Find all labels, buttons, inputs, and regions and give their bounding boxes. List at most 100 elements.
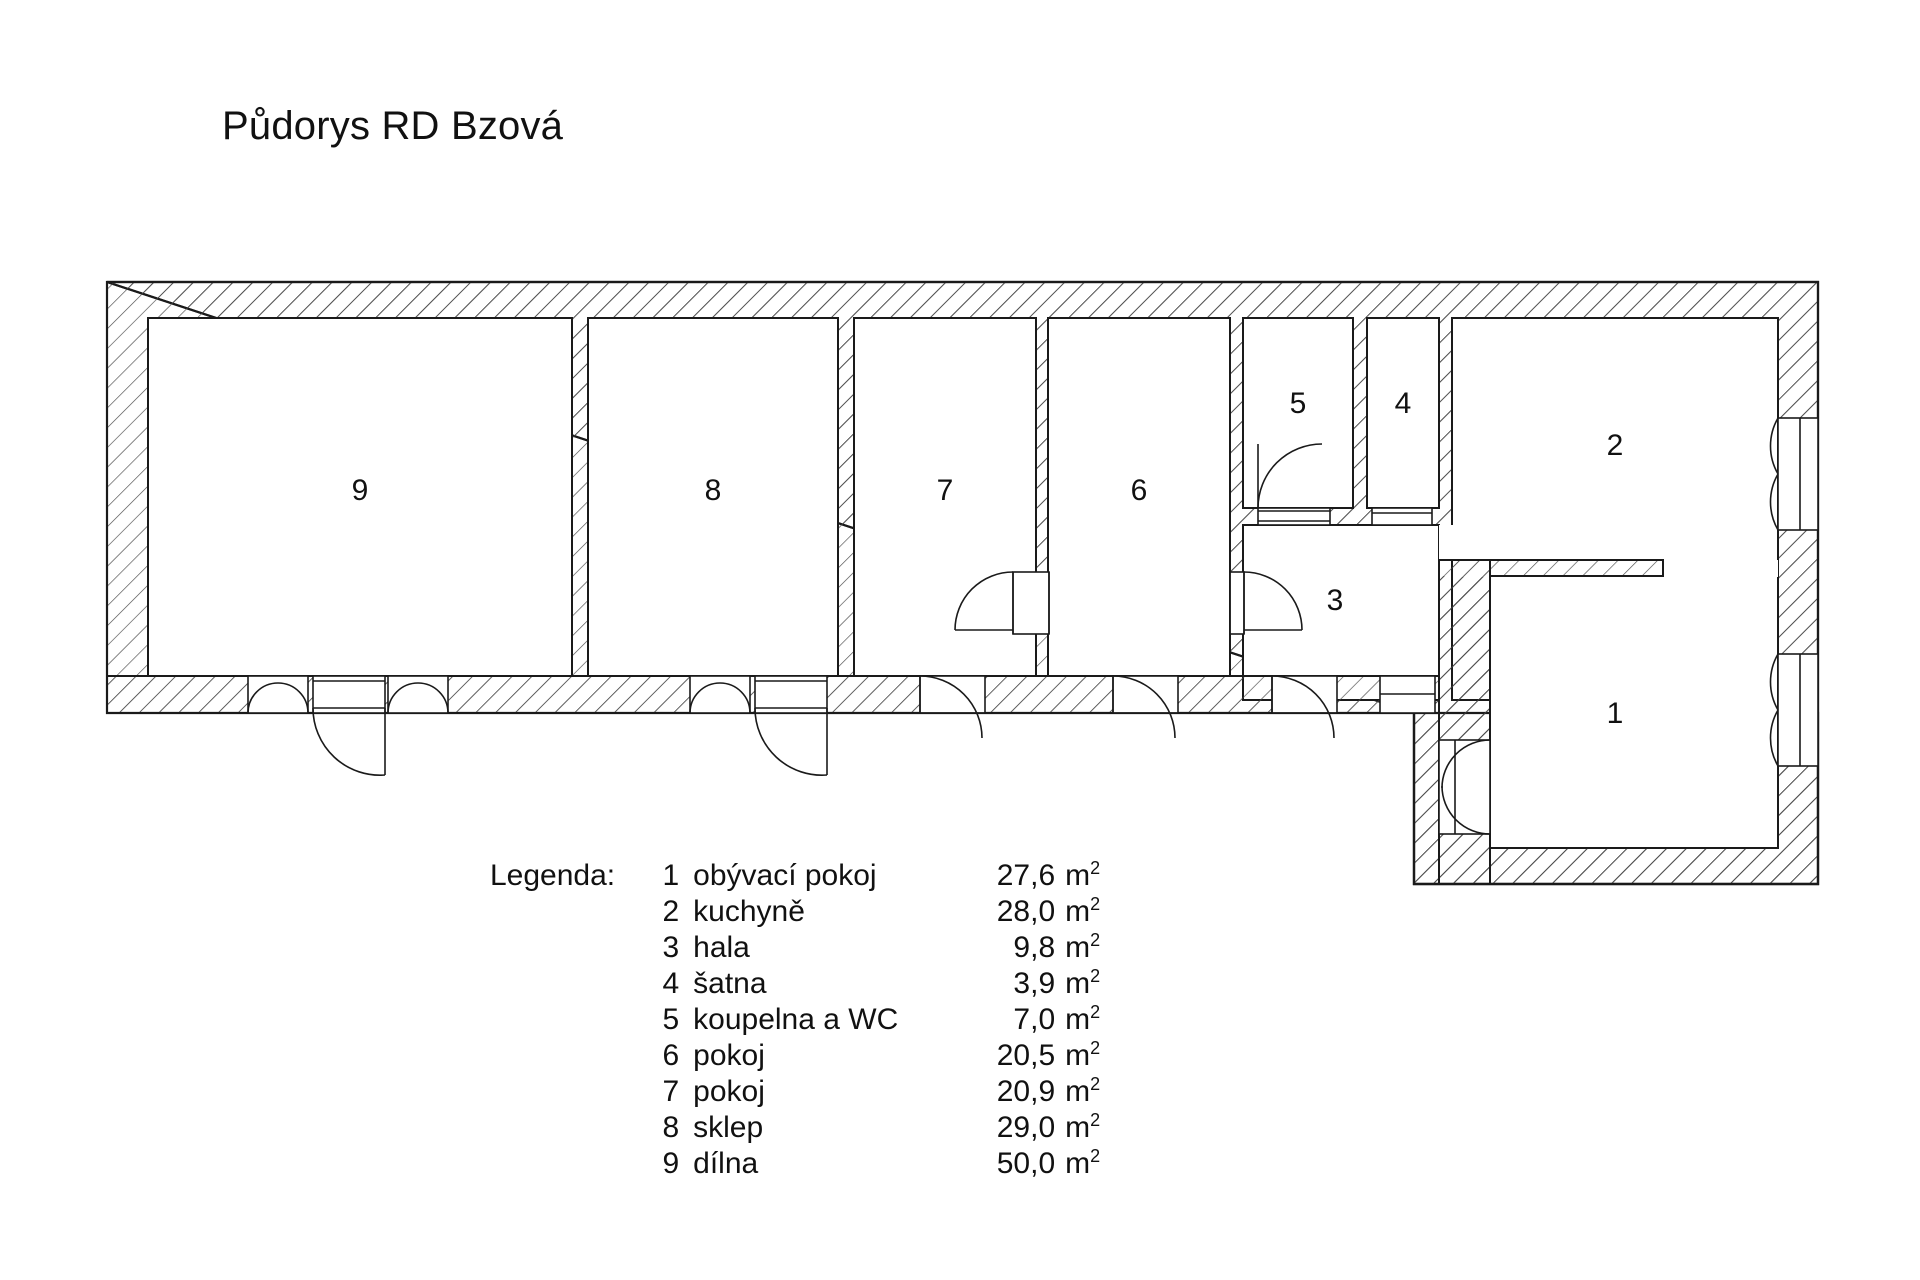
legend-number: 8 bbox=[662, 1111, 680, 1144]
room-label-3: 3 bbox=[1327, 584, 1344, 617]
legend-spacer bbox=[490, 1038, 651, 1074]
legend-area: 3,9 bbox=[1013, 967, 1056, 1000]
legend-unit-text: m bbox=[1065, 967, 1091, 1000]
legend-unit-text: m bbox=[1065, 931, 1091, 964]
legend-name: koupelna a WC bbox=[693, 1003, 899, 1036]
legend-unit: m2 bbox=[1055, 1074, 1100, 1110]
legend-number: 6 bbox=[662, 1039, 680, 1072]
room-6-interior bbox=[1047, 317, 1231, 677]
legend-spacer bbox=[490, 966, 651, 1002]
legend-name: pokoj bbox=[693, 1075, 765, 1108]
door-hall-south bbox=[1271, 675, 1338, 739]
legend-unit: m2 bbox=[1055, 1038, 1100, 1074]
room-number-labels: 9 8 7 6 5 4 3 2 1 bbox=[352, 387, 1624, 730]
legend-area: 7,0 bbox=[1013, 1003, 1056, 1036]
legend-number: 3 bbox=[662, 931, 680, 964]
legend-unit: m2 bbox=[1055, 858, 1100, 894]
legend-area: 28,0 bbox=[996, 895, 1056, 928]
door-room9-exterior bbox=[312, 675, 386, 776]
legend-unit-text: m bbox=[1065, 895, 1091, 928]
window-room8-left bbox=[689, 675, 751, 714]
window-hall-south bbox=[1379, 675, 1436, 714]
legend: Legenda: 1 obývací pokoj 27,6 m2 2 kuchy… bbox=[490, 858, 1100, 1182]
room-label-7: 7 bbox=[937, 474, 954, 507]
legend-unit-exponent: 2 bbox=[1090, 858, 1101, 878]
legend-unit: m2 bbox=[1055, 1110, 1100, 1146]
legend-name: kuchyně bbox=[693, 895, 805, 928]
legend-row: 7 pokoj 20,9 m2 bbox=[490, 1074, 1100, 1110]
door-room6-hall bbox=[1229, 571, 1303, 635]
legend-unit: m2 bbox=[1055, 894, 1100, 930]
legend-unit-exponent: 2 bbox=[1090, 966, 1101, 986]
room-label-9: 9 bbox=[352, 474, 369, 507]
door-room5 bbox=[1257, 443, 1331, 526]
legend-unit-exponent: 2 bbox=[1090, 1110, 1101, 1130]
legend-spacer bbox=[490, 1074, 651, 1110]
legend-spacer bbox=[490, 1146, 651, 1182]
legend-unit-text: m bbox=[1065, 1075, 1091, 1108]
legend-name: obývací pokoj bbox=[693, 859, 877, 892]
wall-structure bbox=[105, 280, 1820, 886]
legend-number: 9 bbox=[662, 1147, 680, 1180]
legend-spacer bbox=[490, 1002, 651, 1038]
legend-number: 2 bbox=[662, 895, 680, 928]
window-room9-right bbox=[387, 675, 449, 714]
legend-area: 9,8 bbox=[1013, 931, 1056, 964]
legend-area: 27,6 bbox=[996, 859, 1056, 892]
hall-living-wall bbox=[1438, 559, 1491, 885]
door-room1-west bbox=[1438, 739, 1491, 835]
legend-row: 2 kuchyně 28,0 m2 bbox=[490, 894, 1100, 930]
room-4-interior bbox=[1366, 317, 1440, 509]
legend-unit-text: m bbox=[1065, 1111, 1091, 1144]
legend-area: 29,0 bbox=[996, 1111, 1056, 1144]
legend-area: 20,5 bbox=[996, 1039, 1056, 1072]
legend-area: 50,0 bbox=[996, 1147, 1056, 1180]
room-label-4: 4 bbox=[1395, 387, 1412, 420]
legend-unit-exponent: 2 bbox=[1090, 930, 1101, 950]
legend-row: 8 sklep 29,0 m2 bbox=[490, 1110, 1100, 1146]
legend-spacer bbox=[490, 1110, 651, 1146]
legend-unit-text: m bbox=[1065, 1003, 1091, 1036]
legend-spacer bbox=[490, 894, 651, 930]
doors bbox=[312, 443, 1491, 835]
legend-row: 5 koupelna a WC 7,0 m2 bbox=[490, 1002, 1100, 1038]
room-label-6: 6 bbox=[1131, 474, 1148, 507]
legend-name: sklep bbox=[693, 1111, 764, 1144]
legend-number: 4 bbox=[662, 967, 680, 1000]
room-label-8: 8 bbox=[705, 474, 722, 507]
door-room7-room6 bbox=[954, 571, 1050, 635]
legend-unit-text: m bbox=[1065, 1039, 1091, 1072]
legend-unit: m2 bbox=[1055, 1146, 1100, 1182]
room-8-interior bbox=[587, 317, 839, 677]
door-room6-south bbox=[1112, 675, 1179, 739]
legend-name: šatna bbox=[693, 967, 767, 1000]
room-9-interior bbox=[147, 317, 573, 677]
legend-unit-exponent: 2 bbox=[1090, 1038, 1101, 1058]
legend-table: Legenda: 1 obývací pokoj 27,6 m2 2 kuchy… bbox=[490, 858, 1100, 1182]
legend-unit: m2 bbox=[1055, 966, 1100, 1002]
window-room2-east bbox=[1769, 417, 1819, 531]
legend-number: 5 bbox=[662, 1003, 680, 1036]
legend-unit-exponent: 2 bbox=[1090, 1146, 1101, 1166]
room-5-interior bbox=[1242, 317, 1354, 509]
legend-unit: m2 bbox=[1055, 930, 1100, 966]
legend-unit-exponent: 2 bbox=[1090, 894, 1101, 914]
legend-row: 9 dílna 50,0 m2 bbox=[490, 1146, 1100, 1182]
legend-name: dílna bbox=[693, 1147, 759, 1180]
room-label-2: 2 bbox=[1607, 429, 1624, 462]
legend-unit-text: m bbox=[1065, 859, 1091, 892]
legend-name: pokoj bbox=[693, 1039, 765, 1072]
window-room9-left bbox=[247, 675, 309, 714]
legend-row: 4 šatna 3,9 m2 bbox=[490, 966, 1100, 1002]
legend-row: Legenda: 1 obývací pokoj 27,6 m2 bbox=[490, 858, 1100, 894]
door-room7-south bbox=[919, 675, 986, 739]
door-room4 bbox=[1371, 507, 1433, 526]
room-label-5: 5 bbox=[1290, 387, 1307, 420]
legend-name: hala bbox=[693, 931, 750, 964]
legend-row: 3 hala 9,8 m2 bbox=[490, 930, 1100, 966]
legend-number: 7 bbox=[662, 1075, 680, 1108]
window-room1-east bbox=[1769, 653, 1819, 767]
legend-spacer bbox=[490, 930, 651, 966]
